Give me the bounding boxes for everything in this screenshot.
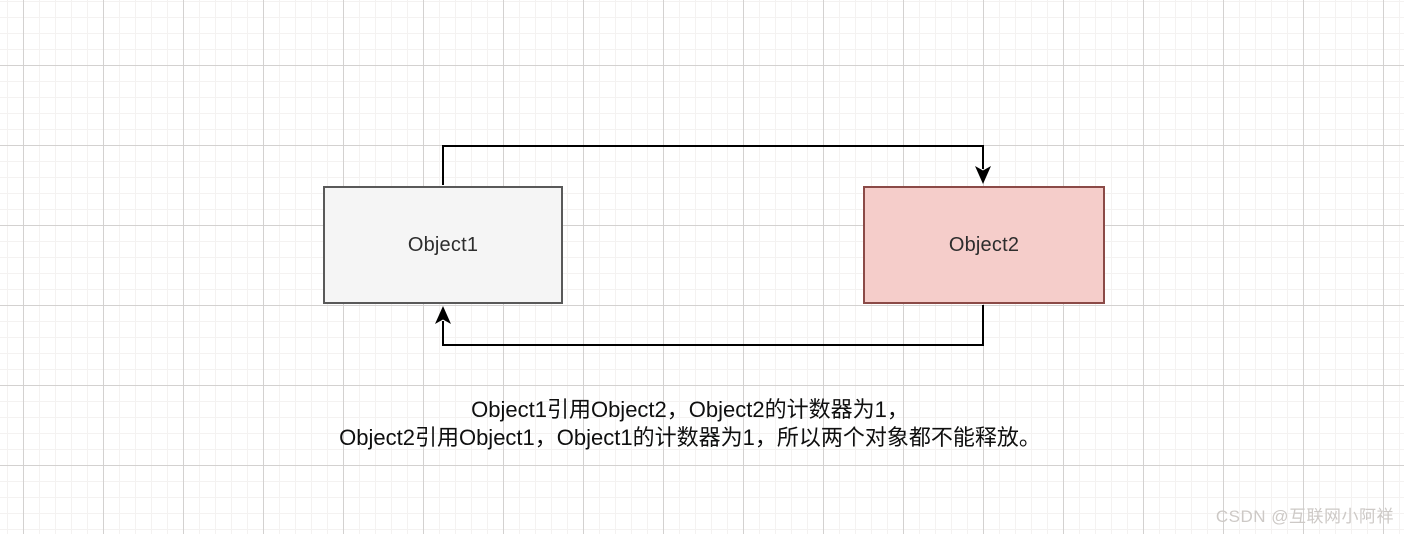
arrowhead-down-icon: [975, 166, 991, 184]
watermark: CSDN @互联网小阿祥: [1215, 507, 1394, 526]
node-object1: Object1: [323, 186, 563, 304]
caption-line-2: Object2引用Object1，Object1的计数器为1，所以两个对象都不能…: [339, 425, 1041, 450]
caption-line-1: Object1引用Object2，Object2的计数器为1，: [471, 397, 909, 422]
node-object1-label: Object1: [407, 233, 479, 256]
node-object2: Object2: [863, 186, 1105, 304]
node-object2-label: Object2: [948, 233, 1020, 256]
edge-object2-to-object1: [435, 305, 984, 346]
edge-object1-to-object2: [442, 145, 991, 185]
arrowhead-up-icon: [435, 306, 451, 324]
caption: Object1引用Object2，Object2的计数器为1， Object2引…: [0, 396, 1380, 452]
